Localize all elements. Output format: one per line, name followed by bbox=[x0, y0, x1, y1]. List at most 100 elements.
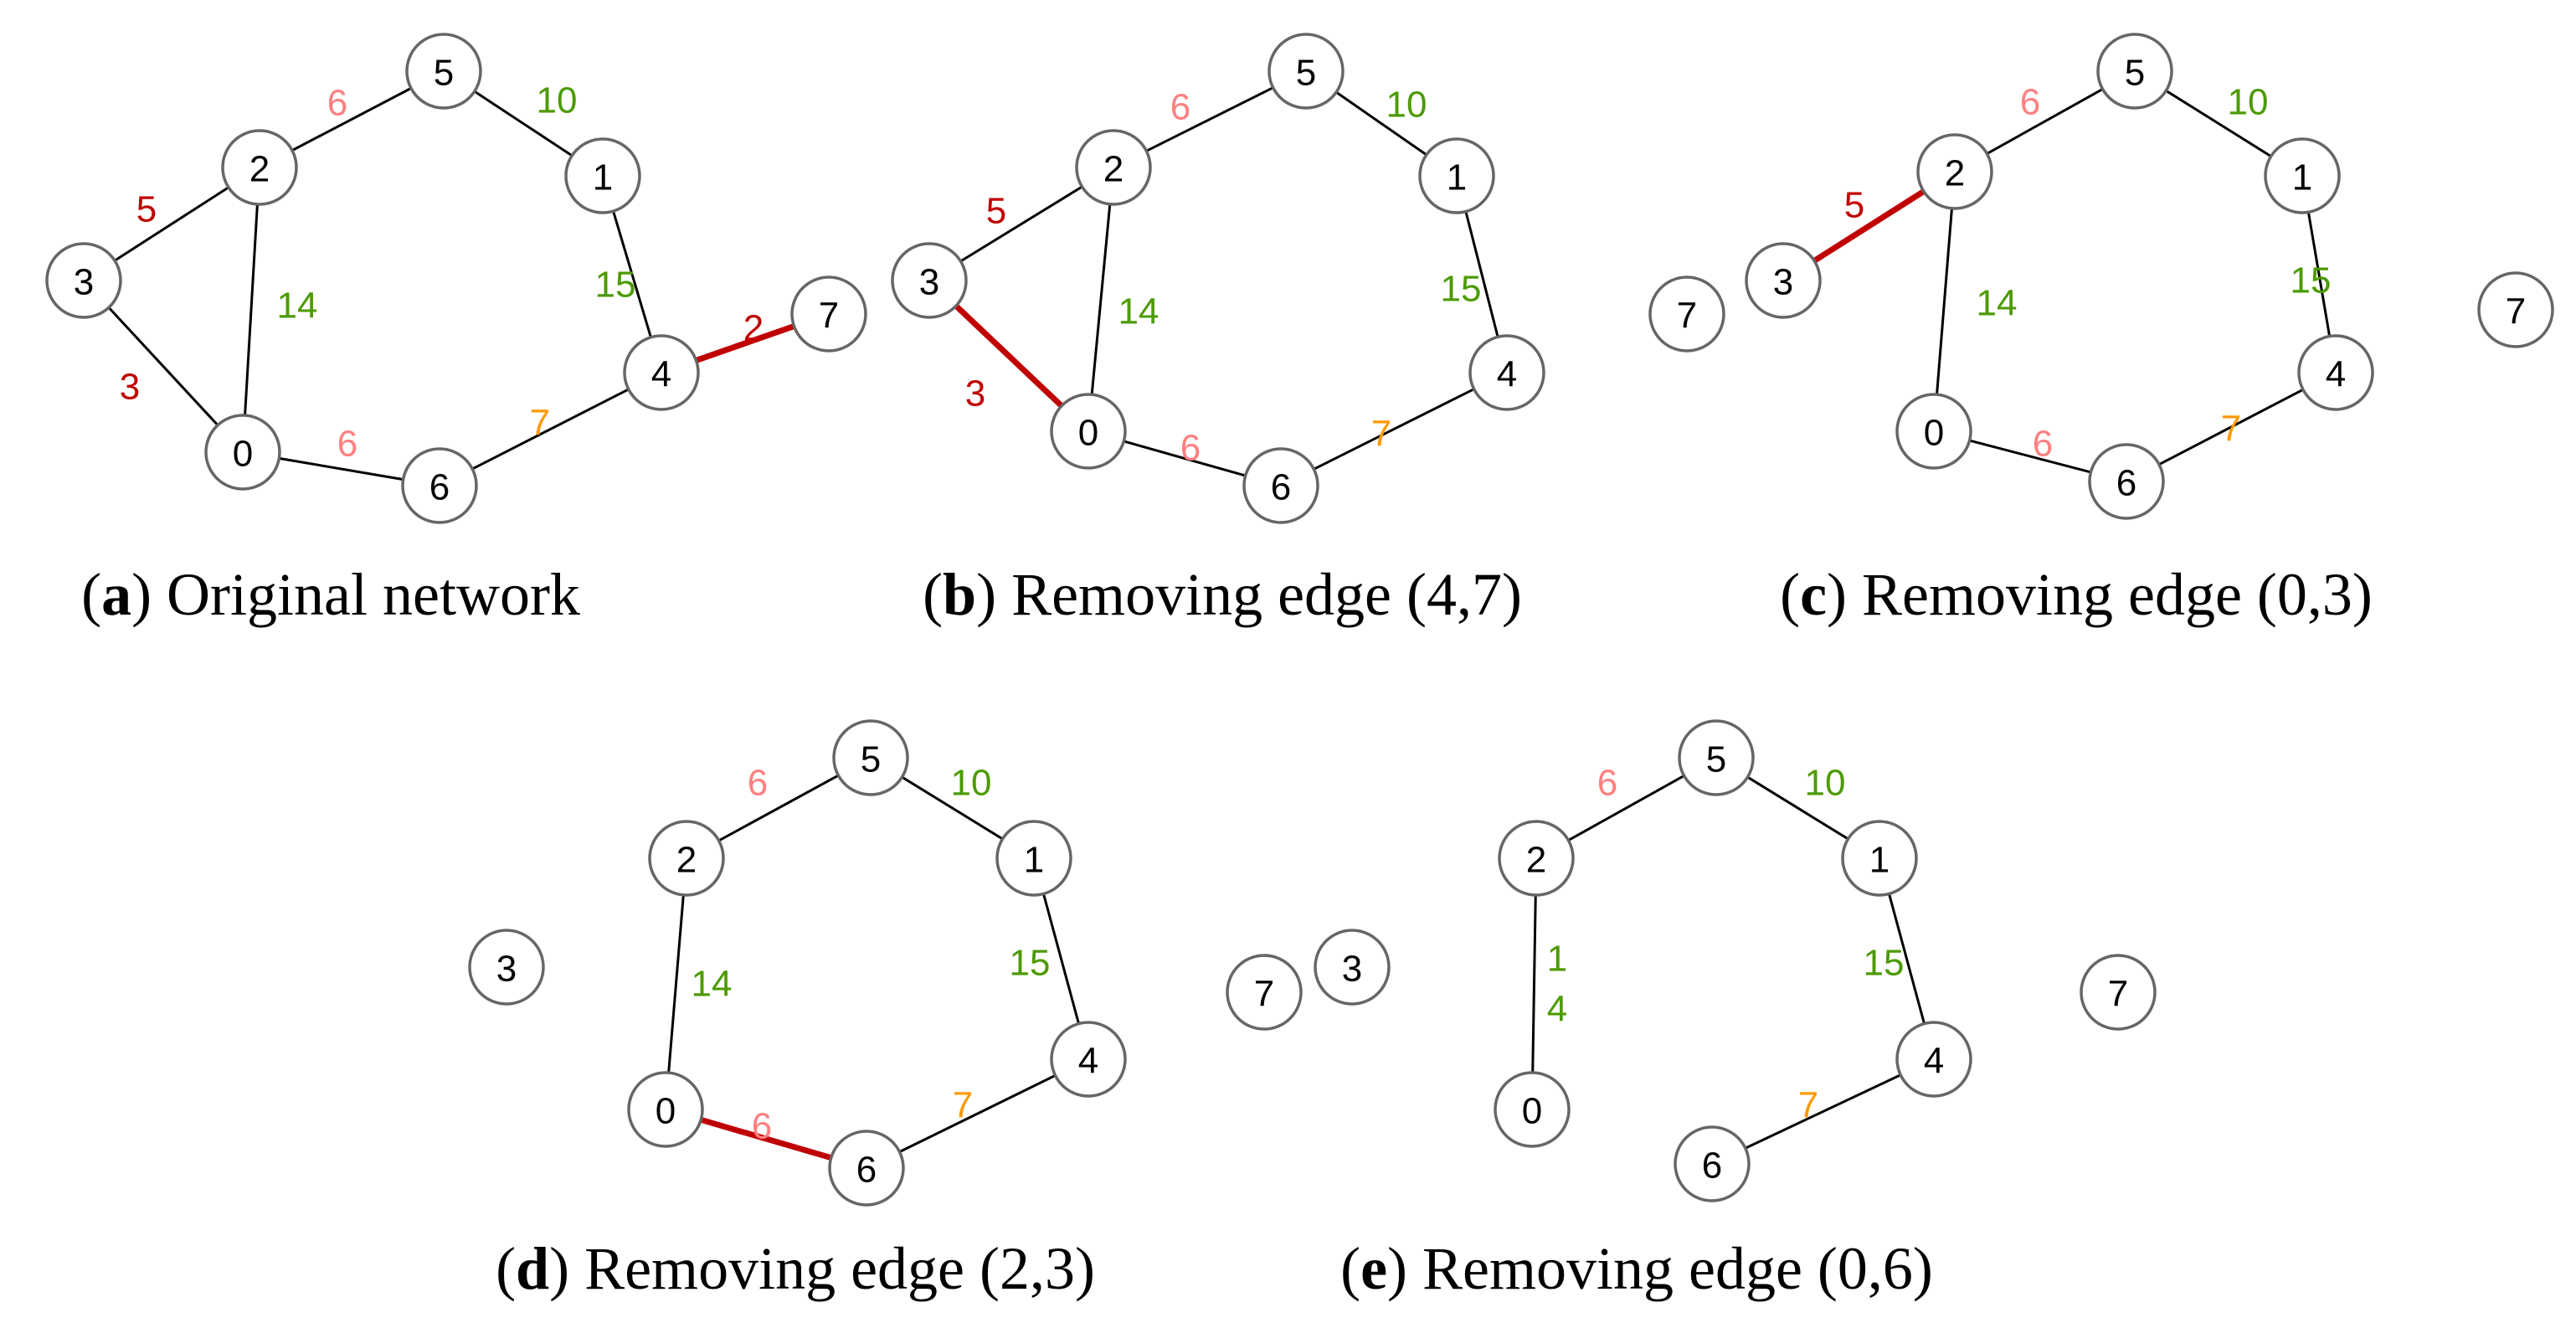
edge-weight-3-2: 5 bbox=[1844, 185, 1864, 226]
edge-weight-5-1: 10 bbox=[2228, 82, 2269, 123]
caption-letter: e bbox=[1360, 1235, 1387, 1302]
node-label: 3 bbox=[919, 262, 939, 303]
node-label: 7 bbox=[1254, 974, 1274, 1015]
node-6: 6 bbox=[1242, 447, 1319, 524]
edge-2-5 bbox=[1145, 86, 1274, 152]
edge-3-2 bbox=[1812, 188, 1926, 264]
node-circle bbox=[1226, 954, 1303, 1031]
node-label: 7 bbox=[2108, 974, 2128, 1015]
node-4: 4 bbox=[1050, 1021, 1127, 1098]
edge-2-0 bbox=[667, 894, 685, 1073]
node-7: 7 bbox=[2080, 954, 2157, 1031]
panel-caption: (a) Original network bbox=[81, 561, 580, 628]
edge-5-1 bbox=[473, 90, 573, 157]
node-circle bbox=[2096, 33, 2173, 110]
node-circle bbox=[828, 1130, 905, 1207]
node-label: 1 bbox=[1024, 840, 1044, 881]
edge-3-0 bbox=[954, 303, 1064, 409]
panel-caption: (b) Removing edge (4,7) bbox=[923, 561, 1522, 628]
node-circle bbox=[1745, 242, 1822, 319]
node-0: 0 bbox=[627, 1071, 704, 1148]
node-label: 2 bbox=[1103, 149, 1123, 190]
edge-weight-2-0: 14 bbox=[692, 964, 733, 1005]
edge-2-5 bbox=[291, 87, 412, 152]
node-2: 2 bbox=[221, 129, 298, 206]
edge-weight-2-5: 6 bbox=[748, 763, 768, 804]
node-1: 1 bbox=[564, 137, 641, 214]
edge-6-4 bbox=[2158, 388, 2304, 466]
node-4: 4 bbox=[1468, 334, 1545, 411]
node-3: 3 bbox=[1745, 242, 1822, 319]
edge-5-1 bbox=[1335, 90, 1427, 157]
node-2: 2 bbox=[1498, 820, 1575, 897]
node-label: 5 bbox=[2125, 53, 2145, 94]
edge-weight-6-4: 7 bbox=[953, 1085, 973, 1126]
edge-weight-2-0: 14 bbox=[277, 286, 318, 327]
edge-weight-2-0: 14 bbox=[1977, 283, 2018, 324]
edge-3-2 bbox=[114, 186, 229, 262]
edge-weight-6-4: 7 bbox=[2221, 409, 2241, 450]
node-label: 2 bbox=[1945, 153, 1965, 194]
node-1: 1 bbox=[995, 820, 1072, 897]
node-1: 1 bbox=[2264, 137, 2341, 214]
node-circle bbox=[401, 447, 478, 524]
node-6: 6 bbox=[2088, 443, 2165, 520]
node-label: 0 bbox=[1924, 413, 1944, 454]
node-label: 3 bbox=[74, 262, 94, 303]
edge-3-2 bbox=[959, 185, 1083, 263]
node-1: 1 bbox=[1841, 820, 1918, 897]
caption-letter: a bbox=[101, 561, 131, 628]
node-label: 6 bbox=[429, 467, 450, 508]
node-label: 7 bbox=[2506, 291, 2526, 332]
node-circle bbox=[1075, 129, 1152, 206]
edge-weight-2-5: 6 bbox=[1170, 87, 1190, 128]
node-label: 3 bbox=[496, 949, 517, 990]
edge-weight-1-4: 15 bbox=[2291, 260, 2332, 301]
panel-caption: (e) Removing edge (0,6) bbox=[1340, 1235, 1933, 1302]
edge-2-0 bbox=[244, 203, 259, 416]
edge-weight-0-6: 6 bbox=[1180, 428, 1201, 469]
node-3: 3 bbox=[45, 242, 122, 319]
edge-6-4 bbox=[1313, 388, 1475, 471]
node-1: 1 bbox=[1418, 137, 1495, 214]
edge-5-1 bbox=[2165, 90, 2272, 157]
edge-1-4 bbox=[612, 210, 652, 338]
node-label: 0 bbox=[1522, 1091, 1542, 1132]
node-label: 5 bbox=[434, 53, 454, 94]
node-3: 3 bbox=[891, 242, 968, 319]
node-circle bbox=[1050, 1021, 1127, 1098]
edge-weight-0-6: 6 bbox=[752, 1106, 772, 1147]
caption-text: Original network bbox=[167, 561, 580, 628]
edge-weight-2-0: 1 bbox=[1547, 939, 1567, 980]
node-circle bbox=[45, 242, 122, 319]
edge-weight-2-5: 6 bbox=[2020, 82, 2040, 123]
node-label: 0 bbox=[1078, 413, 1098, 454]
node-2: 2 bbox=[1075, 129, 1152, 206]
edge-weight-6-4: 7 bbox=[1371, 414, 1391, 455]
edge-weight-2-5: 6 bbox=[1597, 763, 1617, 804]
node-circle bbox=[1050, 393, 1127, 470]
node-circle bbox=[1494, 1071, 1571, 1148]
node-label: 6 bbox=[856, 1150, 877, 1191]
node-label: 1 bbox=[1869, 840, 1890, 881]
node-circle bbox=[995, 820, 1072, 897]
edge-weight-0-6: 6 bbox=[2033, 424, 2053, 465]
edge-5-1 bbox=[1746, 775, 1849, 841]
node-circle bbox=[832, 719, 909, 796]
node-7: 7 bbox=[2477, 271, 2554, 348]
edge-2-0 bbox=[1936, 208, 1953, 395]
node-label: 7 bbox=[1677, 296, 1697, 337]
node-label: 4 bbox=[651, 354, 671, 395]
edge-2-0 bbox=[1090, 203, 1112, 395]
node-label: 6 bbox=[1271, 467, 1291, 508]
node-label: 4 bbox=[1924, 1041, 1944, 1082]
node-label: 1 bbox=[1447, 157, 1467, 198]
node-circle bbox=[1895, 1021, 1972, 1098]
edge-6-4 bbox=[1745, 1073, 1901, 1150]
node-circle bbox=[1895, 393, 1972, 470]
edge-0-6 bbox=[1123, 440, 1247, 477]
node-label: 3 bbox=[1342, 949, 1362, 990]
